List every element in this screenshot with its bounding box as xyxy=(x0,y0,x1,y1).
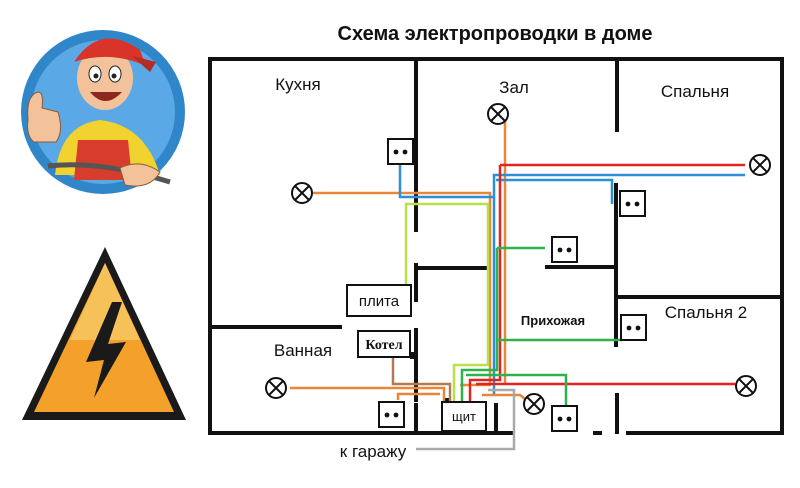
electrician-mascot-illustration xyxy=(21,30,185,194)
sockets xyxy=(378,138,647,432)
wire-green-4 xyxy=(466,373,568,405)
lamp-icon xyxy=(291,182,313,204)
room-label-bedroom2: Спальня 2 xyxy=(665,303,748,322)
socket-icon xyxy=(387,138,414,165)
wires xyxy=(290,118,745,451)
high-voltage-warning-icon xyxy=(22,247,186,420)
wire-yellow-green xyxy=(404,202,490,402)
stove-label: плита xyxy=(359,293,400,310)
wire-orange-bath xyxy=(290,386,446,402)
lamps xyxy=(265,103,771,415)
garage-label: к гаражу xyxy=(340,442,407,461)
boiler-label: Котел xyxy=(365,338,402,353)
boiler-marker xyxy=(410,352,416,359)
wire-brown xyxy=(391,357,452,402)
socket-icon xyxy=(551,405,578,432)
boiler-box xyxy=(357,330,411,358)
room-label-hallway: Прихожая xyxy=(521,313,585,328)
socket-icon xyxy=(619,190,646,217)
lamp-icon xyxy=(265,377,287,399)
lamp-icon xyxy=(523,393,545,415)
wire-green-2 xyxy=(460,248,499,402)
lamp-icon xyxy=(735,375,757,397)
wire-orange-bath-2 xyxy=(396,392,440,400)
panel-label: щит xyxy=(452,409,476,424)
room-label-bedroom: Спальня xyxy=(661,82,729,101)
room-label-hall: Зал xyxy=(499,78,529,97)
socket-icon xyxy=(620,314,647,341)
panel-box xyxy=(441,401,487,432)
lamp-icon xyxy=(749,154,771,176)
stove-box xyxy=(346,284,412,317)
wire-orange-lamp xyxy=(482,393,531,404)
room-label-bathroom: Ванная xyxy=(274,341,332,360)
room-label-kitchen: Кухня xyxy=(275,75,321,94)
socket-icon xyxy=(551,236,578,263)
lamp-icon xyxy=(487,103,509,125)
wire-blue-2 xyxy=(496,178,614,204)
house-walls xyxy=(208,57,784,435)
diagram-title: Схема электропроводки в доме xyxy=(338,23,653,45)
wire-gray-garage xyxy=(416,388,516,451)
wire-red-2 xyxy=(468,165,502,402)
socket-icon xyxy=(378,401,405,428)
